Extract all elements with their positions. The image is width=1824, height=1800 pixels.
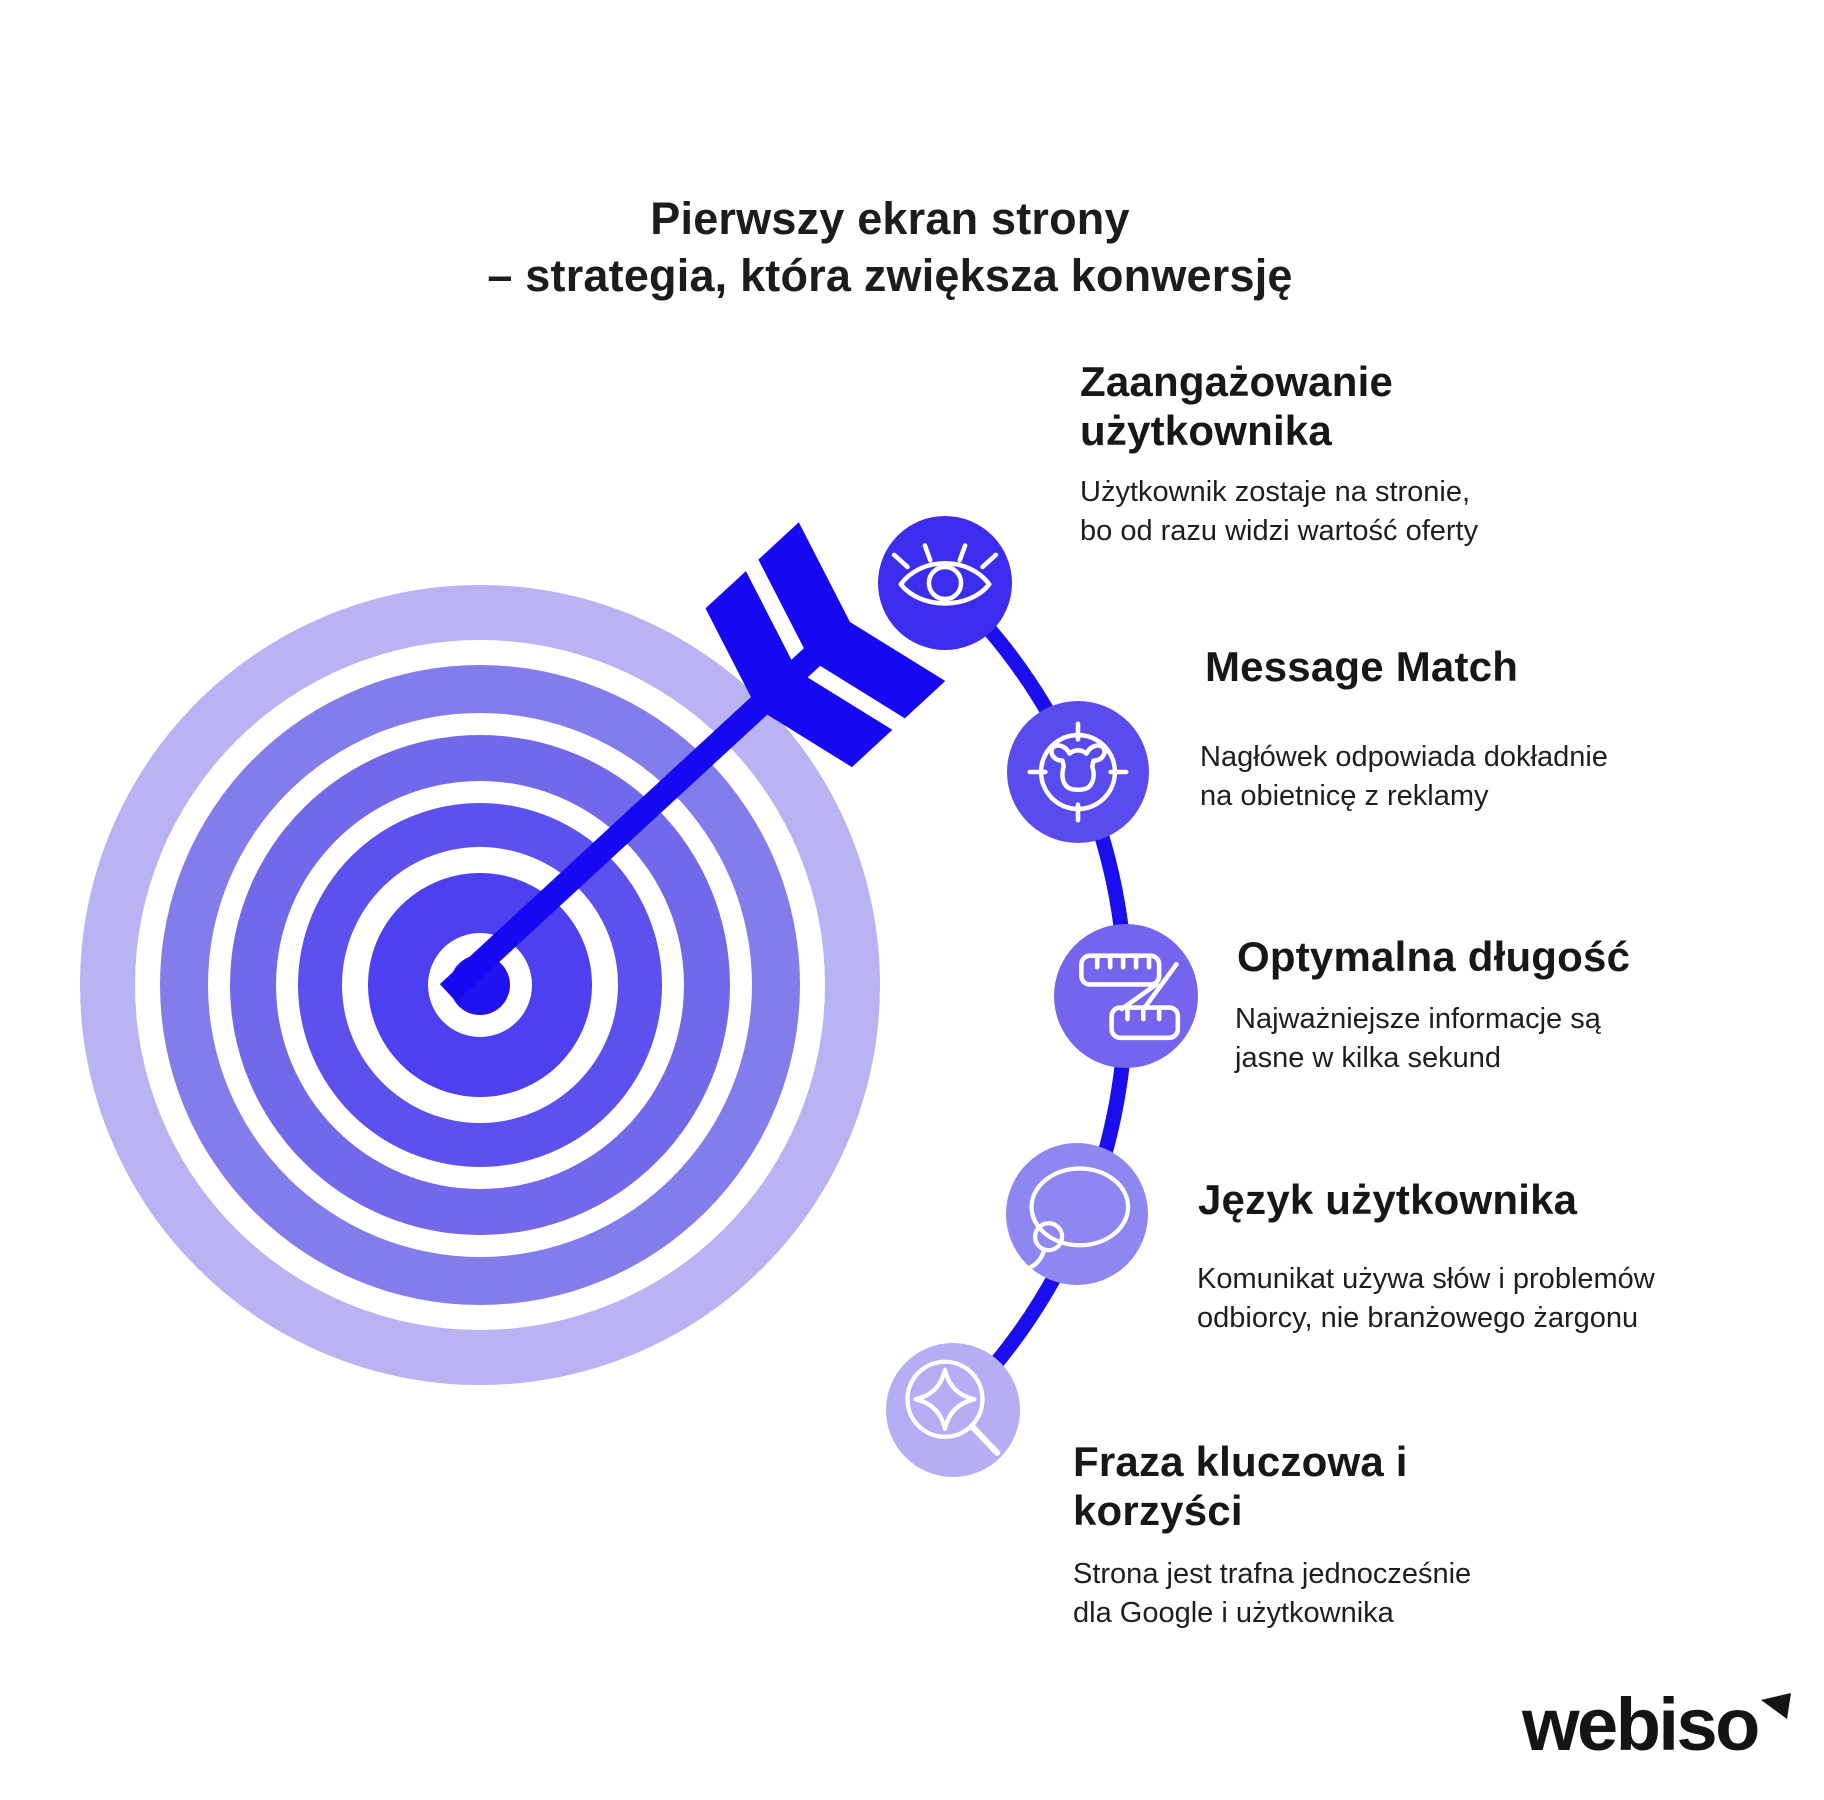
- speech-bubble-icon: [1026, 1166, 1131, 1271]
- step-4: Język użytkownika: [1198, 1175, 1577, 1224]
- webiso-logo: webiso: [1522, 1688, 1794, 1762]
- eye-icon: [891, 543, 999, 606]
- step-circle-3: [1054, 924, 1198, 1068]
- step-circle-4: [1006, 1143, 1148, 1285]
- step-circle-5: [886, 1343, 1020, 1477]
- sparkle-magnifier-icon: [905, 1359, 1001, 1456]
- arrow-shaft: [439, 626, 844, 1002]
- arrow-fletching-1: [758, 522, 946, 719]
- step-1: Zaangażowanie użytkownika: [1080, 357, 1393, 455]
- step-5: Fraza kluczowa i korzyści: [1073, 1437, 1408, 1535]
- step-5-description: Strona jest trafna jednocześnie dla Goog…: [1073, 1558, 1472, 1629]
- arrow: [439, 522, 946, 1002]
- step-4-heading: Język użytkownika: [1198, 1176, 1578, 1223]
- step-2-heading: Message Match: [1205, 643, 1519, 690]
- webiso-logo-text: webiso: [1522, 1683, 1760, 1766]
- measuring-tape-icon: [1079, 953, 1181, 1041]
- step-circle-1: [878, 516, 1012, 650]
- page-title: Pierwszy ekran strony – strategia, która…: [0, 190, 1780, 304]
- step-2: Message Match: [1205, 642, 1518, 691]
- step-1-description: Użytkownik zostaje na stronie, bo od raz…: [1080, 476, 1479, 547]
- step-3-description: Najważniejsze informacje są jasne w kilk…: [1235, 1003, 1601, 1074]
- page-title-line-2: – strategia, która zwiększa konwersję: [487, 250, 1293, 301]
- step-3-heading: Optymalna długość: [1237, 933, 1631, 980]
- step-2-description: Nagłówek odpowiada dokładnie na obietnic…: [1200, 741, 1608, 812]
- page-title-line-1: Pierwszy ekran strony: [650, 193, 1130, 244]
- step-3: Optymalna długość: [1237, 932, 1630, 981]
- logo-arrow-mark: [1760, 1693, 1791, 1719]
- arrow-fletching-2: [705, 571, 893, 768]
- bull-crosshair-icon: [1027, 721, 1129, 823]
- step-5-heading: Fraza kluczowa i korzyści: [1073, 1438, 1408, 1534]
- step-4-description: Komunikat używa słów i problemów odbiorc…: [1197, 1263, 1655, 1334]
- step-circle-2: [1007, 701, 1149, 843]
- step-1-heading: Zaangażowanie użytkownika: [1080, 358, 1394, 454]
